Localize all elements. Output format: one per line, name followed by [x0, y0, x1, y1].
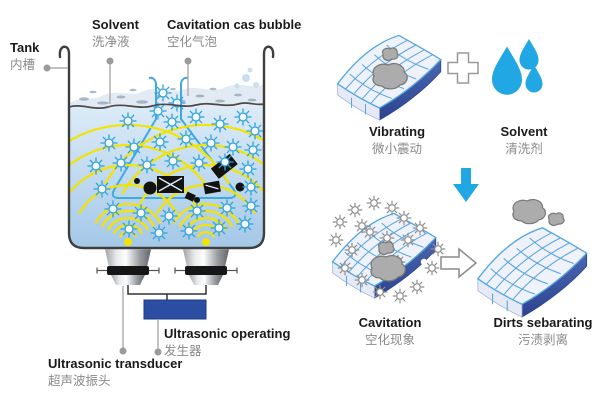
dirt-blob-icon: [377, 241, 395, 256]
transducer-right-icon: [174, 249, 238, 285]
cavitation-surface-icon: [328, 195, 446, 304]
cavitation-step-label: Cavitation 空化现象: [340, 315, 440, 347]
cavitation-gas-bubble-label-en: Cavitation cas bubble: [167, 17, 302, 32]
down-arrow-icon: [453, 168, 479, 202]
cavitation-gas-bubble-label: Cavitation cas bubble 空化气泡: [167, 17, 302, 49]
water-splash: [69, 67, 264, 108]
ultrasonic-operating-label-en: Ultrasonic operating: [164, 326, 291, 341]
vibrating-label-en: Vibrating: [368, 124, 426, 139]
leader-lines: [50, 64, 189, 349]
leader-dots: [43, 57, 192, 356]
clean-surface-icon: [477, 198, 588, 318]
dirts-separating-label: Dirts sebarating 污渍剥离: [478, 315, 600, 347]
vibrating-label-zh: 微小震动: [371, 141, 422, 156]
dirt-blob-icon: [512, 198, 547, 225]
dirt-blob-icon: [381, 47, 399, 62]
ultrasonic-transducer-label-zh: 超声波振头: [48, 373, 111, 388]
wires: [127, 285, 207, 300]
solvent-step-label-en: Solvent: [500, 124, 548, 139]
vibrating-label: Vibrating 微小震动: [347, 124, 447, 156]
ultrasonic-transducer-label: Ultrasonic transducer 超声波振头: [48, 356, 183, 388]
dirts-separating-label-en: Dirts sebarating: [493, 315, 593, 330]
solvent-step-label-zh: 清洗剂: [505, 141, 543, 156]
dirt-blob-icon: [547, 212, 565, 227]
right-arrow-icon: [440, 247, 478, 279]
plus-icon: [447, 52, 479, 84]
ultrasonic-operating-label: Ultrasonic operating 发生器: [164, 326, 291, 358]
tank-icon: [58, 45, 275, 250]
wave-source-left: [124, 238, 132, 246]
cavitation-gas-bubble-label-zh: 空化气泡: [167, 34, 218, 49]
cavitation-step-label-en: Cavitation: [358, 315, 422, 330]
ultrasonic-transducer-label-en: Ultrasonic transducer: [48, 356, 183, 371]
cavitation-step-label-zh: 空化现象: [364, 332, 415, 347]
dirt-blob-icon: [372, 62, 408, 90]
tank-label-en: Tank: [10, 40, 40, 55]
vibrating-surface-icon: [336, 34, 442, 121]
transducer-left-icon: [96, 249, 160, 285]
surface-bubble: [420, 258, 428, 266]
solvent-tank-label-zh: 洗净液: [92, 34, 130, 49]
dirt-blob-icon: [370, 254, 406, 282]
ultrasonic-operating-label-zh: 发生器: [164, 343, 202, 358]
solvent-step-label: Solvent 清洗剂: [474, 124, 574, 156]
water-drops-icon: [492, 39, 543, 95]
tank-label: Tank 内槽: [10, 40, 40, 72]
generator-box-icon: [143, 299, 207, 320]
dirts-separating-label-zh: 污渍剥离: [517, 332, 568, 347]
tank-label-zh: 内槽: [10, 57, 36, 72]
waterline: [68, 102, 265, 109]
solvent-tank-label-en: Solvent: [92, 17, 139, 32]
tank-walls: [58, 45, 275, 250]
solvent-tank-label: Solvent 洗净液: [92, 17, 139, 49]
wave-source-right: [202, 238, 210, 246]
